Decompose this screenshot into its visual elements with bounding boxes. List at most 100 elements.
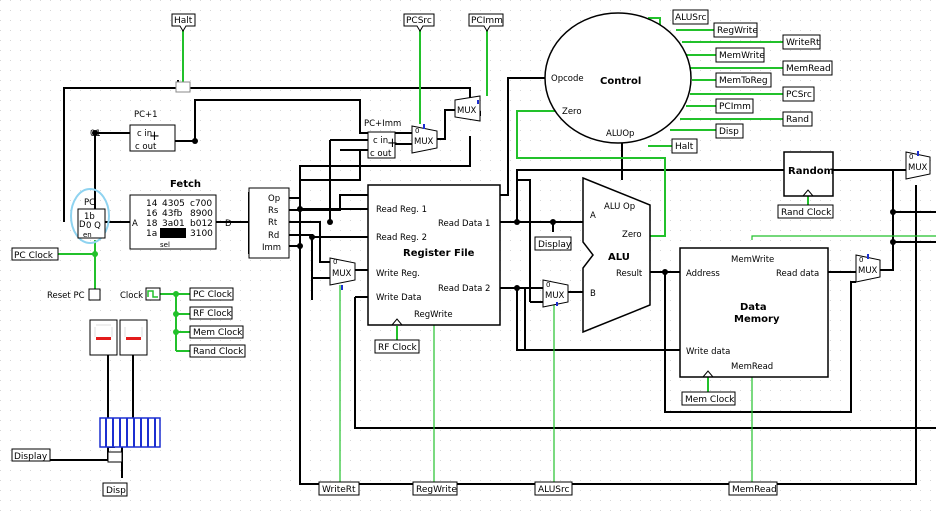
register-file-title: Register File xyxy=(403,248,475,259)
svg-text:0 Q: 0 Q xyxy=(86,221,101,231)
splitter-rt: Rt xyxy=(268,218,278,228)
alu-result-port: Result xyxy=(616,269,643,279)
alu-title: ALU xyxy=(608,252,630,263)
fetch-row-word-1: 4305 xyxy=(162,199,185,209)
tunnel-rand-right: Rand xyxy=(782,111,813,127)
fetch-row-word-2: 8900 xyxy=(190,209,213,219)
svg-text:MemWrite: MemWrite xyxy=(719,51,765,61)
reset-pc-button[interactable] xyxy=(88,288,101,301)
tunnel-writert-right: WriteRt xyxy=(782,34,821,50)
tunnel-memread-right: MemRead xyxy=(782,60,833,76)
memwrite-port: MemWrite xyxy=(731,255,774,265)
svg-text:PCSrc: PCSrc xyxy=(406,16,432,26)
svg-text:1b: 1b xyxy=(84,212,95,222)
fetch-rom: A D sel xyxy=(129,194,232,250)
pc-plus-imm-adder: c in c out + xyxy=(367,131,398,159)
tunnel-rand-clock: Rand Clock xyxy=(777,204,834,219)
pc-plus-1-constant: 01 xyxy=(90,129,101,139)
svg-text:+: + xyxy=(387,136,398,151)
fetch-row-word-1: f000 xyxy=(162,229,183,239)
svg-text:D: D xyxy=(225,219,232,229)
splitter-op: Op xyxy=(268,194,280,204)
svg-text:D: D xyxy=(79,220,86,230)
svg-text:RegWrite: RegWrite xyxy=(717,26,758,36)
tunnel-regwrite-right: RegWrite xyxy=(713,22,758,38)
tunnel-disp-bottom: Disp xyxy=(102,482,128,497)
alu: ALU Op A B Zero ALU Result xyxy=(582,176,651,334)
read-reg-1-port: Read Reg. 1 xyxy=(376,205,427,215)
tunnel-mem-clock: Mem Clock xyxy=(681,391,736,406)
svg-text:WriteRt: WriteRt xyxy=(322,485,356,495)
svg-text:ALUSrc: ALUSrc xyxy=(675,13,707,23)
fetch-title: Fetch xyxy=(170,179,201,190)
tunnel-pcsrc-right: PCSrc xyxy=(782,86,815,102)
fetch-row-highlight xyxy=(160,228,186,238)
control-wires-thin xyxy=(339,235,936,484)
fetch-row-address: 16 xyxy=(146,209,158,219)
svg-text:PC Clock: PC Clock xyxy=(193,290,233,300)
svg-text:MUX: MUX xyxy=(858,266,878,276)
data-wires xyxy=(50,77,936,485)
svg-text:0: 0 xyxy=(415,127,419,135)
tunnel-memtoreg-right: MemToReg xyxy=(715,72,772,88)
svg-text:Halt: Halt xyxy=(675,142,694,152)
memread-port: MemRead xyxy=(731,362,773,372)
svg-text:A: A xyxy=(132,219,138,229)
svg-text:ALUSrc: ALUSrc xyxy=(538,485,570,495)
random-generator: Random xyxy=(783,151,834,197)
read-data-1-port: Read Data 1 xyxy=(438,219,490,229)
mux-alu-b: 0 MUX xyxy=(542,279,569,308)
pc-plus-1-adder: c in c out + xyxy=(129,124,176,152)
tunnel-regwrite-bottom: RegWrite xyxy=(412,481,458,496)
svg-text:Rand: Rand xyxy=(786,115,809,125)
svg-text:c in: c in xyxy=(373,136,388,146)
write-reg-port: Write Reg. xyxy=(376,269,420,279)
tunnel-disp-right: Disp xyxy=(715,123,744,139)
svg-text:0: 0 xyxy=(546,281,550,289)
svg-text:MemRead: MemRead xyxy=(786,64,831,74)
write-data-port: Write Data xyxy=(376,293,421,303)
alu-zero-port: Zero xyxy=(622,230,642,240)
control-title: Control xyxy=(600,76,641,87)
splitter-imm: Imm xyxy=(262,243,281,253)
tunnel-writert-bottom: WriteRt xyxy=(318,481,360,496)
tunnel-alusrc-bottom: ALUSrc xyxy=(534,481,573,496)
instruction-splitter: Op Rs Rt Rd Imm xyxy=(248,187,290,259)
pc-plus-imm-title: PC+Imm xyxy=(364,119,401,129)
wire-junctions xyxy=(92,130,896,291)
svg-text:MemToReg: MemToReg xyxy=(719,76,768,86)
tunnel-rf-clock-right: RF Clock xyxy=(189,306,233,320)
svg-text:Disp: Disp xyxy=(719,127,739,137)
svg-text:Disp: Disp xyxy=(106,486,126,496)
clock-source[interactable] xyxy=(145,287,161,301)
memory-read-data-port: Read data xyxy=(776,269,819,279)
register-file-regwrite: RegWrite xyxy=(414,310,453,320)
svg-text:0: 0 xyxy=(859,256,863,264)
register-file: Read Reg. 1 Read Reg. 2 Write Reg. Write… xyxy=(367,184,501,326)
control-zero-port: Zero xyxy=(562,107,582,117)
svg-text:MUX: MUX xyxy=(414,137,434,147)
splitter-rd: Rd xyxy=(268,231,279,241)
svg-text:PCImm: PCImm xyxy=(719,102,751,112)
tunnel-display-tag: Display xyxy=(534,236,572,251)
clock-label: Clock xyxy=(120,291,143,301)
tunnel-alusrc-right: ALUSrc xyxy=(672,9,709,25)
svg-text:MUX: MUX xyxy=(457,106,477,116)
fetch-row-word-1: 43fb xyxy=(162,209,183,219)
display-bit-splitter xyxy=(99,417,161,448)
mux-write-reg: 0 MUX xyxy=(329,257,356,290)
svg-text:RegWrite: RegWrite xyxy=(416,485,457,495)
control-unit: Control Opcode Zero ALUOp xyxy=(544,12,692,144)
mux-random: 0 MUX xyxy=(905,151,931,180)
pc-register[interactable]: 1b 0 Q D en xyxy=(77,208,106,239)
tunnel-halt-right: Halt xyxy=(671,138,698,154)
svg-text:0: 0 xyxy=(909,153,913,161)
control-aluop-port: ALUOp xyxy=(606,129,634,139)
memory-address-port: Address xyxy=(686,269,720,279)
svg-text:Mem Clock: Mem Clock xyxy=(685,395,735,405)
svg-text:Rand Clock: Rand Clock xyxy=(781,208,832,218)
read-reg-2-port: Read Reg. 2 xyxy=(376,233,427,243)
mux-pc-select: MUX xyxy=(454,95,481,122)
memory-title-line-2: Memory xyxy=(734,314,780,325)
